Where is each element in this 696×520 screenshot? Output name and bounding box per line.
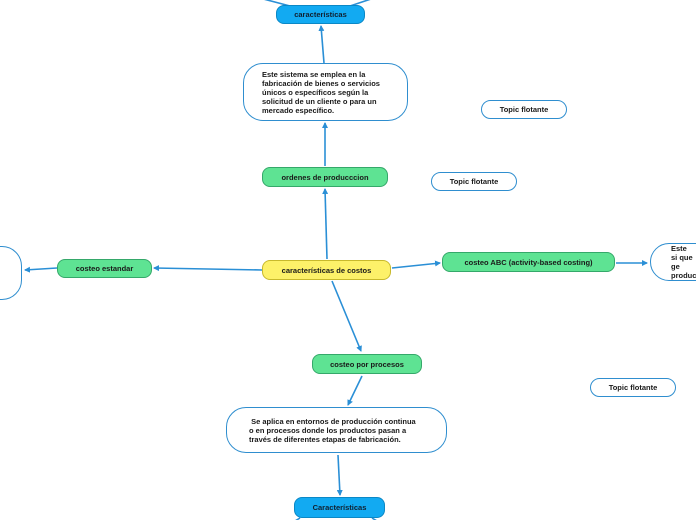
node-ordenes-produccion[interactable]: ordenes de producccion [262,167,388,187]
connector-bottom-stub-left [295,517,301,520]
procesos-description-text: Se aplica en entornos de producción cont… [249,416,418,444]
floating-topic-2[interactable]: Topic flotante [431,172,517,191]
connector-top-stub-right [349,0,371,7]
connector-desc-to-caracteristicas [318,25,325,64]
node-costeo-estandar[interactable]: costeo estandar [57,259,152,278]
node-caracteristicas-bottom[interactable]: Características [294,497,385,518]
connector-central-to-estandar [153,265,263,272]
node-caracteristicas-top[interactable]: características [276,5,365,24]
connector-desc-to-caracteristicas-bottom [336,454,343,496]
connector-bottom-stub-right [371,517,377,520]
node-procesos-description[interactable]: Se aplica en entornos de producción cont… [226,407,447,453]
node-abc-description-partial[interactable]: Este si que ge produc [650,243,696,281]
connector-central-to-ordenes [322,188,329,260]
connector-central-to-procesos [331,280,362,352]
floating-topic-1[interactable]: Topic flotante [481,100,567,119]
node-costeo-procesos[interactable]: costeo por procesos [312,354,422,374]
connector-procesos-to-desc [347,375,363,406]
node-costeo-abc[interactable]: costeo ABC (activity-based costing) [442,252,615,272]
connector-estandar-to-left [24,266,58,273]
connector-central-to-abc [391,260,441,269]
abc-description-text: Este si que ge produc [671,244,696,280]
ordenes-description-text: Este sistema se emplea en la fabricación… [262,69,380,115]
floating-topic-3[interactable]: Topic flotante [590,378,676,397]
node-ordenes-description[interactable]: Este sistema se emplea en la fabricación… [243,63,408,121]
connector-top-stub-left [264,0,291,7]
node-central-caracteristicas-costos[interactable]: características de costos [262,260,391,280]
